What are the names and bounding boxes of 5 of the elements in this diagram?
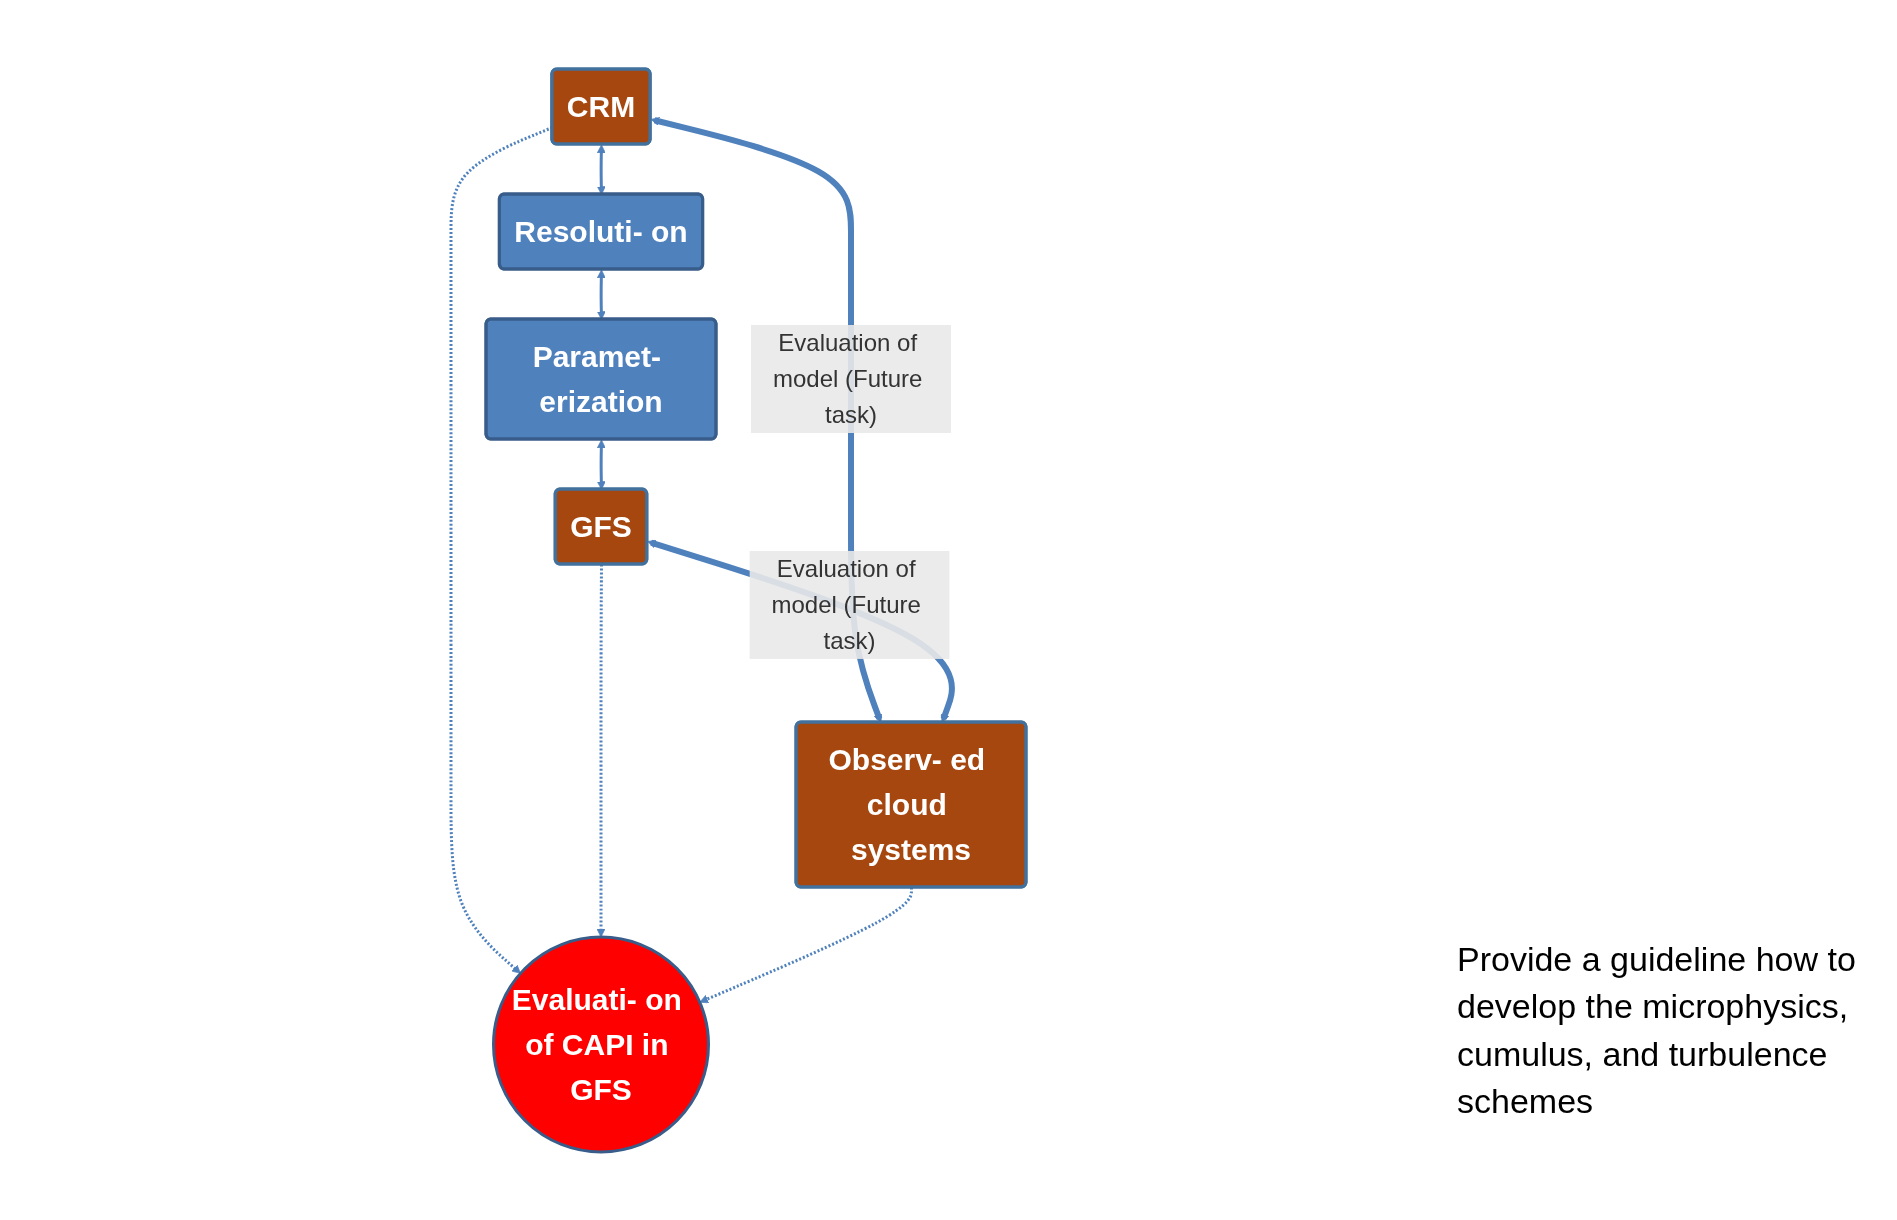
node-circle: Evaluati- on of CAPI in GFS <box>492 935 710 1153</box>
edge-label: Evaluation of model (Future task) <box>771 554 921 654</box>
note-text: Provide a guideline how to develop the microphysics, cumulus, and turbulence schemes <box>1457 938 1857 1123</box>
arrow <box>699 886 913 1003</box>
edge-label: Evaluation of model (Future task) <box>772 328 923 428</box>
